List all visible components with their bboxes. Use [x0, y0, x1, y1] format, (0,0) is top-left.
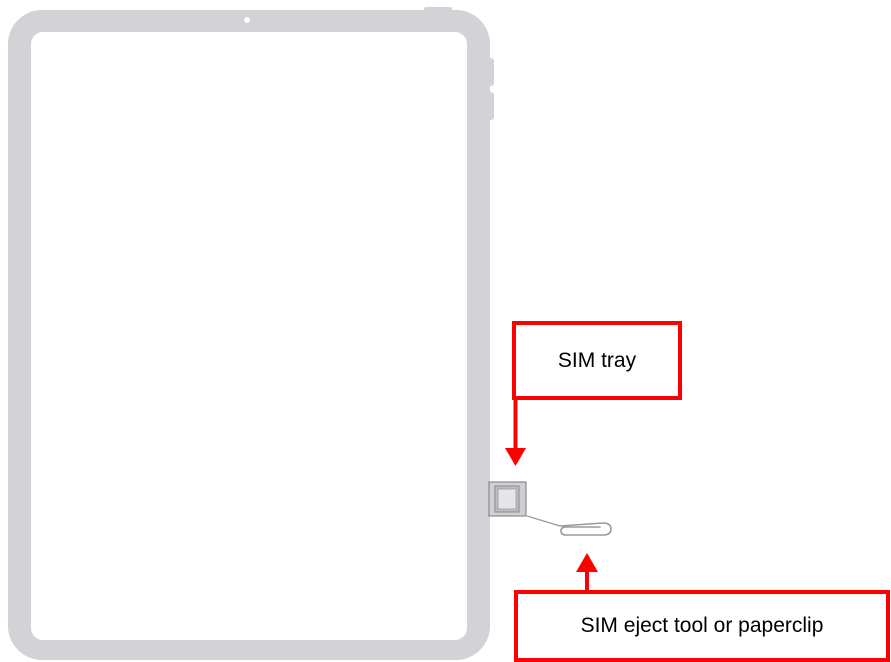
sim-tray-icon — [488, 481, 527, 517]
sim-eject-tool-callout: SIM eject tool or paperclip — [514, 590, 890, 662]
sim-tray-callout: SIM tray — [512, 321, 682, 400]
ipad-screen — [31, 32, 467, 640]
eject-tool-arrow — [576, 553, 598, 592]
sim-eject-tool-icon — [526, 515, 612, 536]
sim-eject-tool-label: SIM eject tool or paperclip — [580, 614, 824, 637]
sim-tray-label: SIM tray — [557, 348, 637, 372]
front-camera-icon — [244, 17, 250, 23]
sim-tray-arrow — [505, 398, 526, 466]
